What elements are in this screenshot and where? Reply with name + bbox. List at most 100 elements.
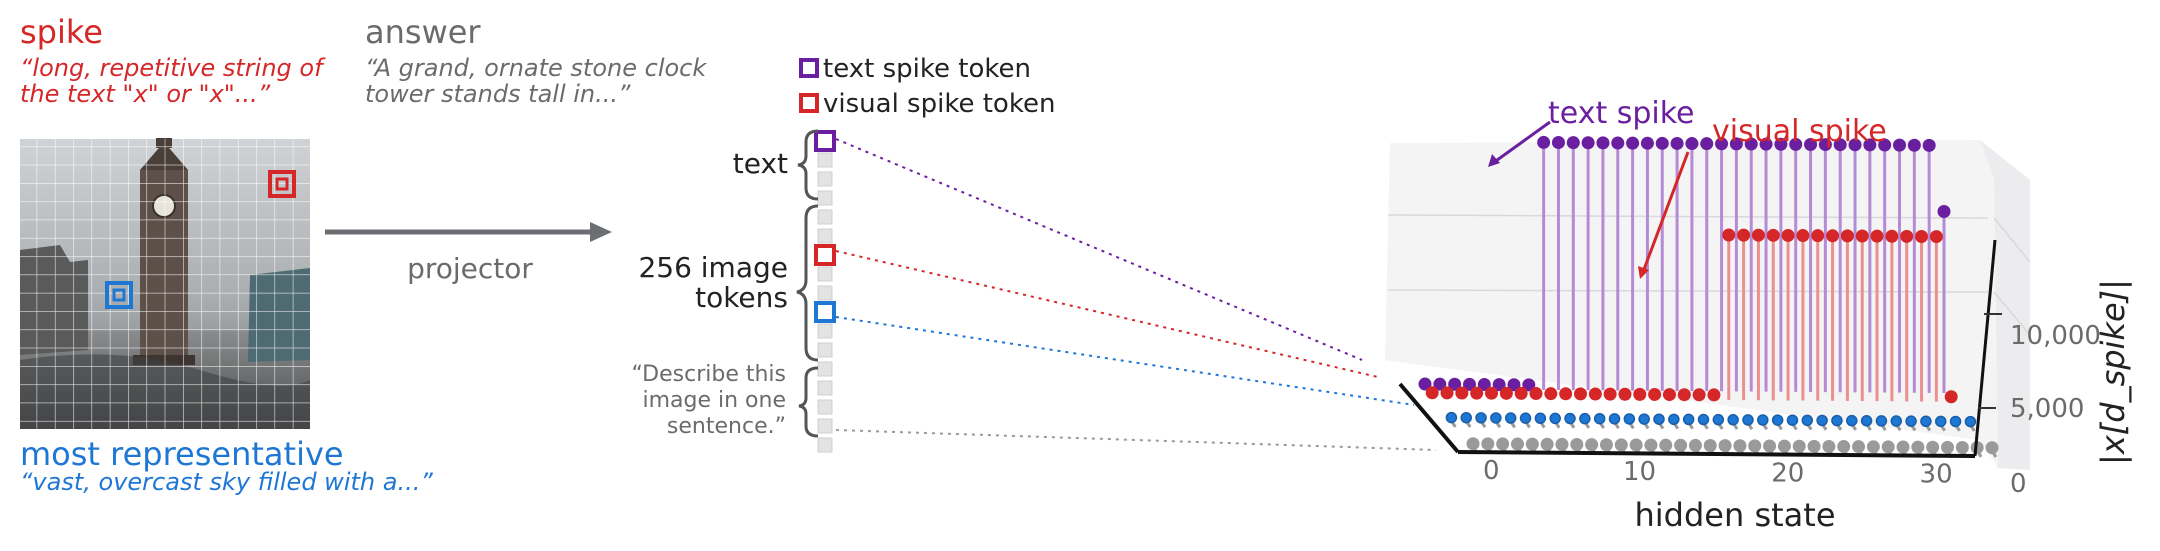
- visual-spike-point: [1737, 228, 1751, 242]
- spike-quote-line-1: “long, repetitive string of: [20, 54, 323, 82]
- text-spike-point: [1729, 137, 1743, 151]
- token-cell: [817, 380, 833, 396]
- text-spike-point: [1922, 138, 1936, 152]
- token-braces: [796, 129, 819, 438]
- representative-point: [1653, 413, 1665, 425]
- visual-spike-point: [1751, 228, 1765, 242]
- representative-point: [1564, 412, 1576, 425]
- x-axis-line: [1398, 382, 1460, 454]
- visual-spike-point: [1485, 386, 1499, 400]
- prompt-point: [1955, 440, 1969, 454]
- prompt-point: [1585, 438, 1599, 452]
- clock-tower-image: [20, 138, 310, 429]
- representative-point: [1846, 414, 1858, 427]
- representative-point: [1608, 413, 1621, 425]
- legend-text-spike-swatch: [799, 58, 819, 78]
- token-cell: [817, 190, 833, 206]
- x-tick-label: 30: [1920, 459, 1953, 489]
- prompt-label-line-2: image in one: [642, 388, 786, 413]
- z-axis-line: [1973, 239, 1997, 457]
- text-spike-point: [1759, 137, 1773, 151]
- image-tokens-label-line-1: 256 image: [638, 251, 788, 284]
- text-brace: [797, 129, 819, 201]
- text-spike-point: [1848, 138, 1862, 152]
- prompt-label-line-3: sentence.”: [667, 414, 786, 439]
- token-cell: [817, 266, 833, 282]
- token-cell: [817, 323, 833, 339]
- representative-point: [1712, 413, 1725, 426]
- representative-point: [1786, 414, 1799, 426]
- text-tokens-label: text: [733, 147, 788, 180]
- representative-point: [1475, 412, 1487, 424]
- token-cell: [817, 171, 833, 187]
- prompt-point: [1688, 438, 1702, 452]
- prompt-point: [1941, 440, 1955, 454]
- representative-point: [1949, 415, 1962, 428]
- text-spike-point: [1433, 377, 1447, 391]
- token-cell: [817, 152, 833, 168]
- legend-text-spike-label: text spike token: [823, 54, 1031, 84]
- token-cell: [817, 285, 833, 301]
- representative-point: [1638, 413, 1650, 425]
- prompt-point: [1496, 437, 1510, 451]
- answer-quote-line-1: “A grand, ornate stone clock: [365, 54, 707, 82]
- prompt-point: [1926, 440, 1940, 454]
- text-spike-point: [1640, 136, 1654, 150]
- prompt-point: [1614, 438, 1628, 452]
- prompt-point: [1481, 437, 1495, 451]
- prompt-brace: [798, 366, 819, 438]
- visual-spike-annotation: visual spike: [1712, 114, 1887, 149]
- x-axis-line-front: [1457, 450, 1976, 458]
- representative-point: [1757, 414, 1769, 426]
- token-cell: [817, 342, 833, 358]
- text-spike-point: [1685, 137, 1699, 151]
- visual-spike-patch: [268, 170, 296, 198]
- image-brace: [796, 204, 819, 362]
- prompt-point: [1985, 441, 1999, 455]
- representative-connector: [835, 316, 1415, 406]
- token-cell: [817, 399, 833, 415]
- representative-point: [1534, 412, 1547, 425]
- token-cell: [817, 209, 833, 225]
- visual-spike-point: [1573, 387, 1587, 401]
- visual-spike-point: [1915, 229, 1929, 243]
- stems: [1418, 135, 1999, 458]
- prompt-point: [1466, 437, 1480, 451]
- text-spike-point: [1537, 135, 1551, 149]
- text-spike-point: [1655, 136, 1669, 150]
- representative-point: [1727, 414, 1739, 426]
- prompt-point: [1510, 437, 1524, 451]
- prompt-point: [1718, 439, 1732, 453]
- prompt-point: [1644, 438, 1658, 452]
- visual-spike-point: [1529, 387, 1543, 401]
- prompt-point: [1763, 439, 1777, 453]
- token-cell: [817, 228, 833, 244]
- visual-spike-point: [1840, 229, 1854, 243]
- prompt-point: [1881, 440, 1895, 454]
- text-spike-point: [1566, 136, 1580, 150]
- visual-spike-point: [1692, 388, 1706, 402]
- text-spike-point: [1804, 137, 1818, 151]
- visual-spike-point: [1662, 388, 1676, 402]
- representative-patch: [105, 281, 133, 309]
- visual-spike-point: [1633, 387, 1647, 401]
- prompt-point: [1570, 438, 1584, 451]
- visual-spike-point: [1722, 228, 1736, 242]
- text-spike-point: [1700, 137, 1714, 151]
- prompt-point: [1525, 437, 1539, 451]
- visual-spike-point: [1707, 388, 1721, 402]
- visual-spike-point: [1544, 387, 1558, 401]
- prompt-point: [1792, 439, 1806, 453]
- text-spike-point: [1477, 378, 1491, 392]
- token-cell: [817, 437, 833, 453]
- x-axis-label: hidden state: [1635, 496, 1836, 534]
- image-tokens-label-line-2: tokens: [695, 281, 788, 314]
- visual-spike-point: [1781, 228, 1795, 242]
- representative-point: [1490, 412, 1502, 424]
- prompt-point: [1896, 440, 1910, 454]
- representative-point: [1504, 412, 1517, 424]
- representative-quote: “vast, overcast sky filled with a...”: [20, 468, 433, 496]
- text-spike-point: [1596, 136, 1610, 150]
